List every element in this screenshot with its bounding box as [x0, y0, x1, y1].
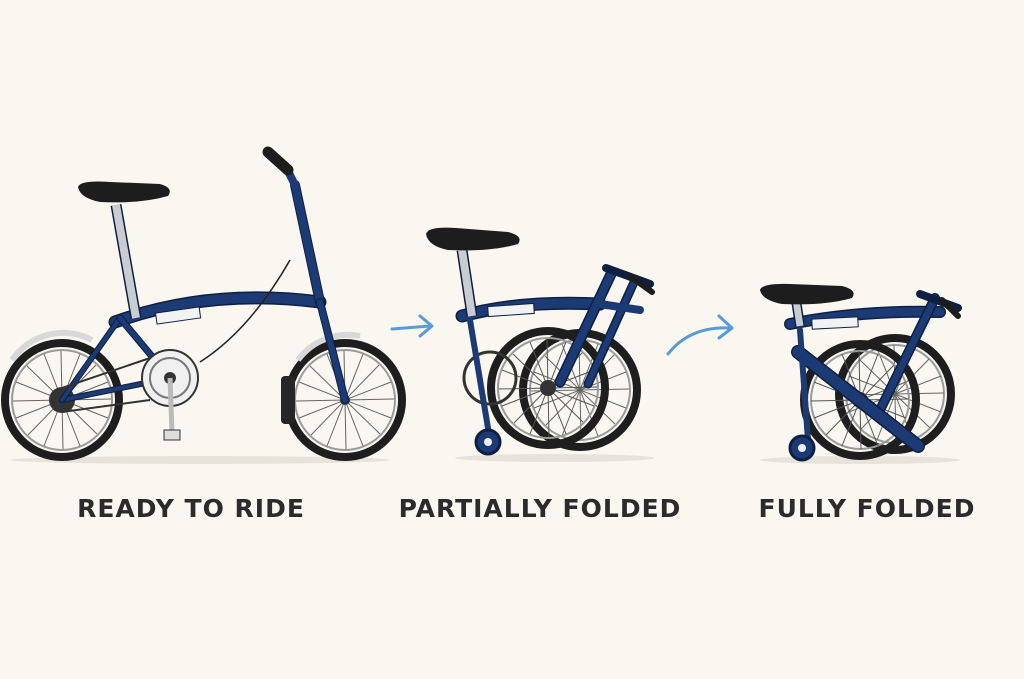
arrow-right-icon — [390, 314, 434, 338]
frame-decal — [811, 316, 859, 330]
bike-fully-folded — [760, 283, 962, 464]
brake-cable — [199, 259, 291, 363]
ground-shadow — [455, 454, 655, 462]
stage-label-ready-to-ride: READY TO RIDE — [77, 494, 305, 523]
saddle — [78, 181, 170, 203]
mudflap — [281, 376, 295, 424]
chainring — [462, 350, 518, 406]
ground-shadow — [10, 456, 390, 464]
pedal — [163, 429, 181, 441]
saddle — [426, 227, 520, 251]
frame-decal — [487, 302, 535, 318]
arrow-curved-icon — [666, 314, 734, 356]
front-wheel — [487, 327, 609, 449]
frame — [784, 293, 946, 453]
chain — [61, 357, 151, 389]
crank-arm — [167, 377, 175, 433]
bike-ready-to-ride — [1, 146, 406, 464]
handlebar-grip — [262, 146, 294, 176]
stage-label-fully-folded: FULLY FOLDED — [758, 494, 976, 523]
frame-decal — [154, 306, 202, 325]
rear-fender — [9, 329, 94, 362]
saddle — [760, 283, 854, 305]
stage-label-partially-folded: PARTIALLY FOLDED — [398, 494, 682, 523]
bike-partially-folded — [426, 227, 655, 462]
